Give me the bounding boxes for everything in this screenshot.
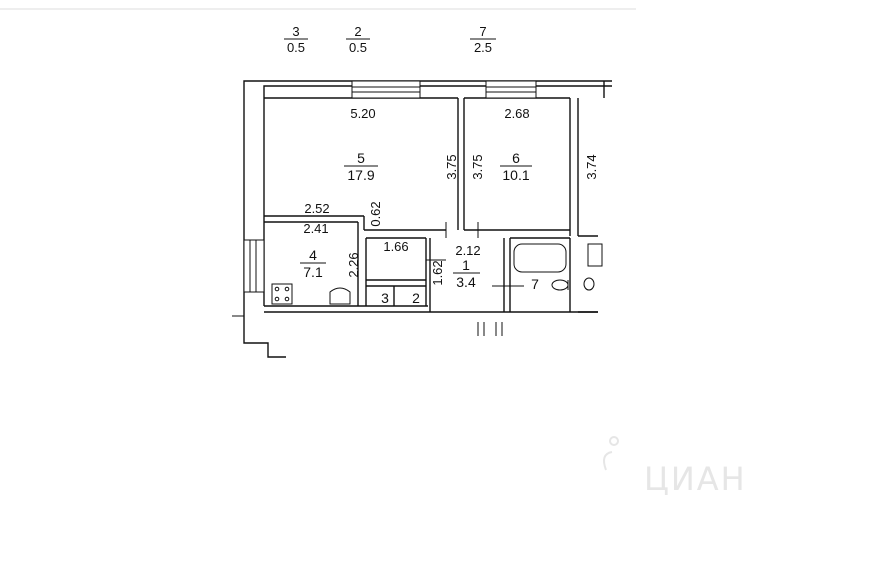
dim-r4-height: 2.26 bbox=[346, 252, 361, 277]
walls bbox=[243, 80, 612, 358]
room-1-area: 3.4 bbox=[456, 274, 476, 290]
legend-room-7: 7 bbox=[479, 24, 486, 39]
room-7-number: 7 bbox=[531, 276, 539, 292]
window-room-4 bbox=[243, 239, 265, 293]
dim-r4-width: 2.41 bbox=[303, 221, 328, 236]
dim-r6-height-left: 3.75 bbox=[470, 154, 485, 179]
room-labels: 5 17.9 6 10.1 4 7.1 1 3.4 3 2 7 bbox=[300, 150, 539, 306]
windows bbox=[243, 80, 537, 293]
room-4-area: 7.1 bbox=[303, 264, 323, 280]
stove-icon bbox=[271, 283, 293, 305]
dim-r6-height-right: 3.74 bbox=[584, 154, 599, 179]
legend-room-2: 2 bbox=[354, 24, 361, 39]
dimensions: 5.20 2.68 3.75 3.75 3.74 2.52 0.62 2.41 … bbox=[303, 106, 599, 286]
dim-hall-height: 1.62 bbox=[430, 260, 445, 285]
basin-icon bbox=[583, 277, 595, 291]
fixtures bbox=[271, 243, 603, 305]
dim-r5-height: 3.75 bbox=[444, 154, 459, 179]
room-6-number: 6 bbox=[512, 150, 520, 166]
dim-closet-width: 1.66 bbox=[383, 239, 408, 254]
room-1-number: 1 bbox=[462, 257, 470, 273]
legend-area-7: 2.5 bbox=[474, 40, 492, 55]
watermark: ЦИАН bbox=[603, 436, 747, 498]
toilet-icon bbox=[551, 279, 569, 291]
room-6-area: 10.1 bbox=[502, 167, 529, 183]
watermark-text: ЦИАН bbox=[644, 460, 747, 498]
dim-partition-offset: 0.62 bbox=[368, 201, 383, 226]
sink-icon bbox=[329, 287, 351, 305]
room-3-number: 3 bbox=[381, 290, 389, 306]
bathtub-icon bbox=[513, 243, 567, 273]
dim-hall-width: 2.12 bbox=[455, 243, 480, 258]
legend: 3 0.5 2 0.5 7 2.5 bbox=[284, 24, 496, 55]
legend-area-3: 0.5 bbox=[287, 40, 305, 55]
fixture-right bbox=[587, 243, 603, 267]
window-room-5 bbox=[351, 80, 421, 99]
room-5-area: 17.9 bbox=[347, 167, 374, 183]
dim-r5-width: 5.20 bbox=[350, 106, 375, 121]
room-2-number: 2 bbox=[412, 290, 420, 306]
legend-area-2: 0.5 bbox=[349, 40, 367, 55]
doors bbox=[232, 222, 503, 336]
room-5-number: 5 bbox=[357, 150, 365, 166]
dim-partition-top: 2.52 bbox=[304, 201, 329, 216]
room-4-number: 4 bbox=[309, 247, 317, 263]
dim-r6-width: 2.68 bbox=[504, 106, 529, 121]
legend-room-3: 3 bbox=[292, 24, 299, 39]
window-room-6 bbox=[485, 80, 537, 99]
